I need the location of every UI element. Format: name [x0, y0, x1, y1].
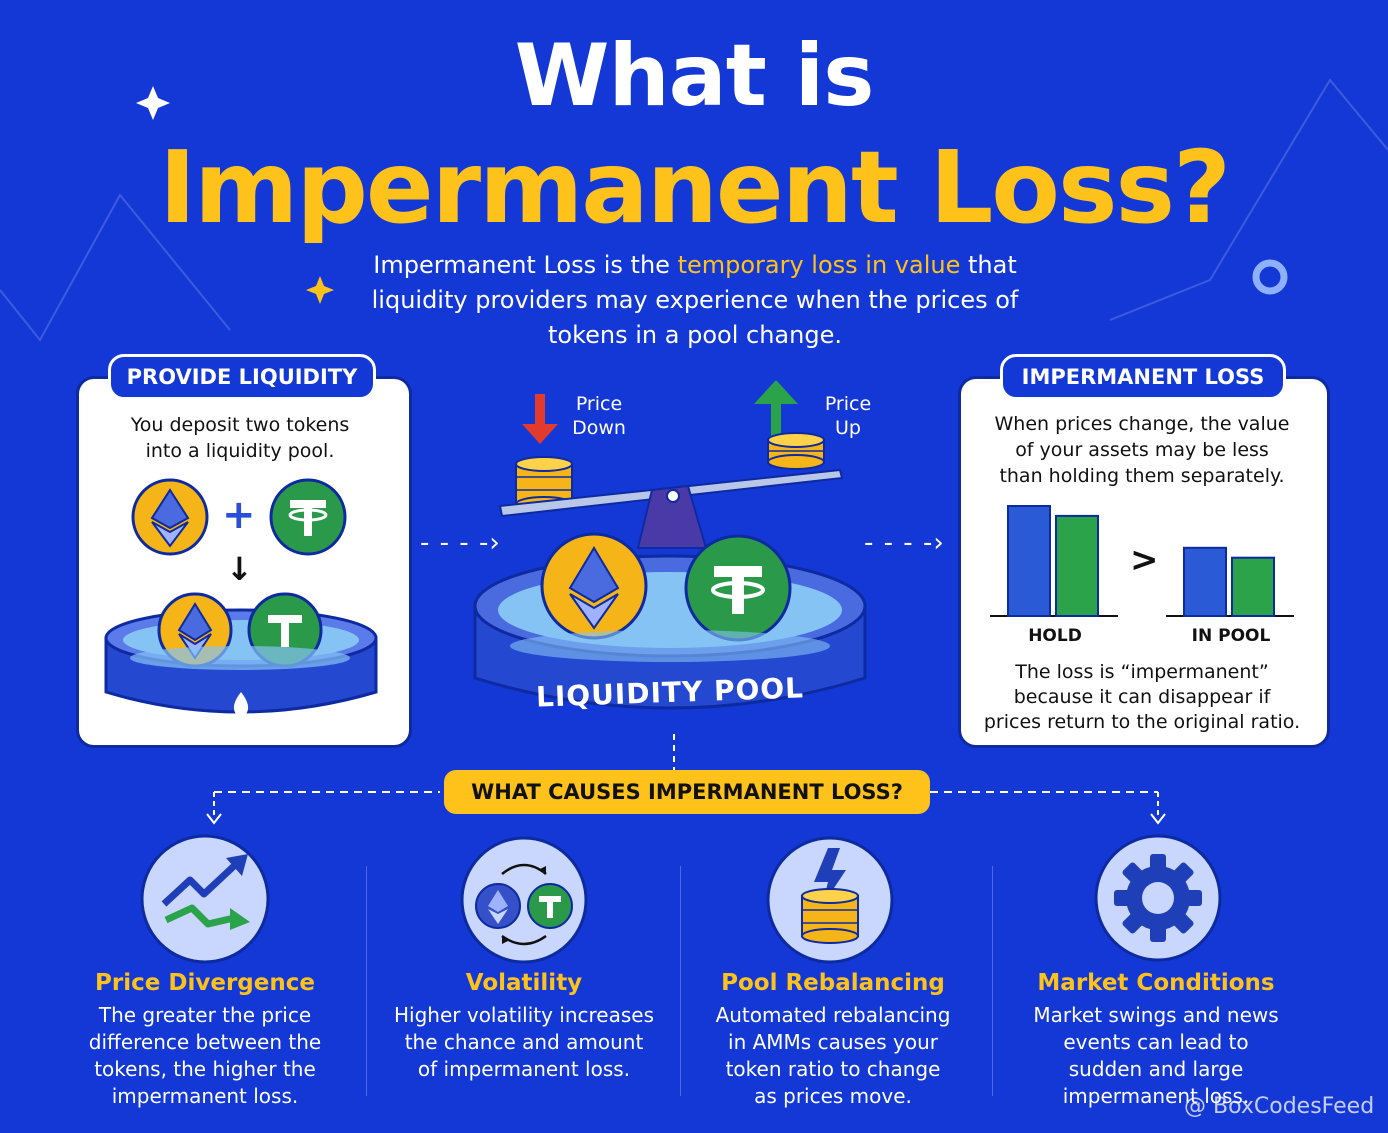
- cause-text-line: difference between the: [88, 1030, 322, 1054]
- cause-text-line: the chance and amount: [404, 1030, 644, 1054]
- divider: [680, 866, 681, 1096]
- subtitle-post: that liquidity providers may experience …: [371, 251, 1019, 349]
- price-up-label: Price Up: [824, 393, 872, 439]
- impermanent-text-line-3: than holding them separately.: [999, 465, 1285, 487]
- impermanent-footer-line-1: The loss is “impermanent”: [1015, 661, 1269, 683]
- droplet-icon: [233, 692, 249, 717]
- cause-text: Automated rebalancing in AMMs causes you…: [688, 1002, 978, 1110]
- subtitle-pre: Impermanent Loss is the: [373, 251, 678, 279]
- cause-text: Higher volatility increases the chance a…: [376, 1002, 672, 1083]
- trend-lines-icon: [140, 834, 270, 964]
- cause-text-line: impermanent loss.: [111, 1084, 299, 1108]
- swap-tokens-icon: [460, 836, 588, 964]
- impermanent-text-line-2: of your assets may be less: [1015, 439, 1269, 461]
- bar-hold-1: [1007, 505, 1051, 617]
- cause-text-line: impermanent loss.: [1062, 1084, 1250, 1108]
- bar-in-pool-2: [1231, 556, 1275, 617]
- cause-market-conditions: Market Conditions Market swings and news…: [1004, 968, 1308, 1110]
- title-line-2: Impermanent Loss?: [158, 129, 1231, 246]
- price-down-label: Price Down: [572, 393, 626, 439]
- provide-illustration: [104, 478, 378, 717]
- liquidity-pool-illustration: [473, 380, 867, 710]
- price-up-arrow-icon: [754, 380, 798, 436]
- bar-hold-2: [1055, 514, 1099, 617]
- watermark: @ BoxCodesFeed: [1184, 1094, 1375, 1119]
- cause-text: Market swings and news events can lead t…: [1004, 1002, 1308, 1110]
- cause-title: Price Divergence: [95, 970, 315, 996]
- subtitle: Impermanent Loss is the temporary loss i…: [330, 248, 1060, 353]
- compare-symbol: >: [1130, 540, 1159, 580]
- dashed-arrow-right-icon: - - - -›: [864, 528, 945, 558]
- cause-text-line: sudden and large: [1068, 1057, 1244, 1081]
- cause-text-line: as prices move.: [754, 1084, 912, 1108]
- cause-volatility: Volatility Higher volatility increases t…: [376, 968, 672, 1083]
- cause-title: Volatility: [465, 970, 583, 996]
- dashed-arrow-right-icon: - - - -›: [420, 528, 501, 558]
- cause-text-line: events can lead to: [1063, 1030, 1249, 1054]
- hold-label: HOLD: [1028, 626, 1082, 646]
- cause-text-line: token ratio to change: [725, 1057, 941, 1081]
- cause-text-line: Automated rebalancing: [715, 1003, 951, 1027]
- cause-text-line: in AMMs causes your: [728, 1030, 938, 1054]
- coin-stack-right-icon: [767, 432, 825, 470]
- ring-decoration: [1252, 259, 1288, 295]
- lightning-coins-icon: [766, 836, 894, 964]
- cause-text: The greater the price difference between…: [60, 1002, 350, 1110]
- plus-sign: +: [222, 492, 256, 538]
- price-down-arrow-icon: [522, 394, 558, 444]
- cause-title: Pool Rebalancing: [721, 970, 945, 996]
- impermanent-footer-line-2: because it can disappear if: [1013, 686, 1271, 708]
- provide-text-line-2: into a liquidity pool.: [145, 440, 335, 462]
- provide-liquidity-label: PROVIDE LIQUIDITY: [108, 354, 376, 400]
- down-arrow-icon: ↓: [226, 550, 253, 588]
- impermanent-text-line-1: When prices change, the value: [994, 413, 1290, 435]
- title-line-1: What is: [514, 26, 875, 126]
- impermanent-footer-line-3: prices return to the original ratio.: [983, 711, 1301, 733]
- subtitle-highlight: temporary loss in value: [677, 251, 961, 279]
- cause-text-line: The greater the price: [98, 1003, 312, 1027]
- tether-coin-icon: [269, 478, 347, 556]
- cause-text-line: Market swings and news: [1033, 1003, 1279, 1027]
- provide-text-line-1: You deposit two tokens: [130, 414, 350, 436]
- cause-text-line: tokens, the higher the: [94, 1057, 316, 1081]
- causes-connector: [206, 734, 1166, 825]
- coin-stack-left-icon: [515, 456, 573, 512]
- cause-text-line: of impermanent loss.: [417, 1057, 631, 1081]
- impermanent-loss-label: IMPERMANENT LOSS: [1000, 354, 1286, 400]
- sparkle-icon: [136, 86, 170, 120]
- cause-text-line: Higher volatility increases: [394, 1003, 654, 1027]
- causes-label: WHAT CAUSES IMPERMANENT LOSS?: [444, 770, 930, 814]
- gear-icon: [1094, 834, 1222, 962]
- bar-in-pool-1: [1183, 546, 1227, 617]
- ethereum-coin-icon: [131, 478, 209, 556]
- divider: [366, 866, 367, 1096]
- mini-pool: [104, 592, 378, 717]
- cause-title: Market Conditions: [1037, 970, 1275, 996]
- in-pool-label: IN POOL: [1191, 626, 1271, 646]
- sparkle-icon: [306, 276, 334, 304]
- cause-price-divergence: Price Divergence The greater the price d…: [60, 968, 350, 1110]
- divider: [992, 866, 993, 1096]
- cause-pool-rebalancing: Pool Rebalancing Automated rebalancing i…: [688, 968, 978, 1110]
- hold-vs-pool-chart: [990, 505, 1294, 617]
